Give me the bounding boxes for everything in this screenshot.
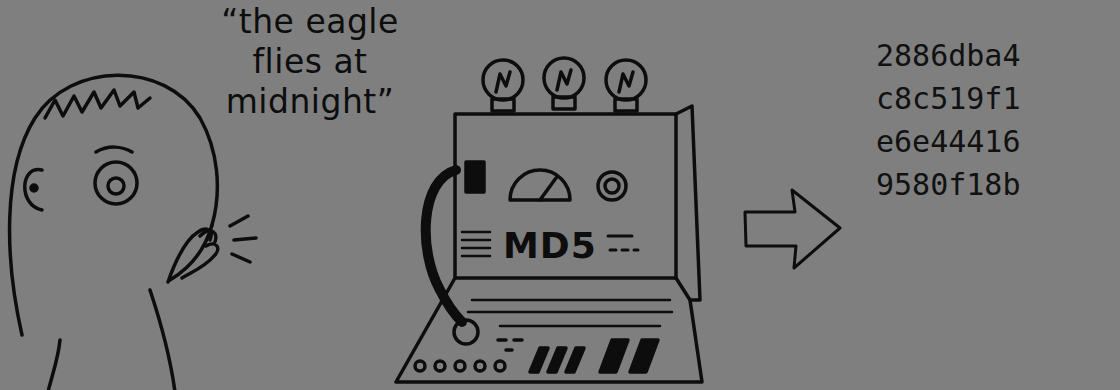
drawing-stroke [608,236,638,250]
drawing-stroke [435,361,445,371]
md5-machine [390,55,710,390]
drawing-stroke [544,58,584,98]
drawing-stroke [468,300,672,326]
neck-left [48,340,60,390]
spoken-text: “the eagle flies at midnight” [190,2,430,122]
machine-node: MD5 [390,55,710,390]
drawing-stroke [455,361,465,371]
bulbs [483,58,646,111]
hair [45,90,150,118]
pupil [108,178,124,194]
drawing-stroke [415,361,425,371]
block-arrow [745,190,840,268]
drawing-stroke [466,162,484,192]
drawing-stroke [475,361,485,371]
drawing-stroke [606,60,646,100]
whispering-person [10,75,256,390]
hand [168,229,218,282]
neck-right [150,290,175,390]
sound-lines [230,216,256,262]
drawing-stroke [496,72,510,92]
ear-dot [31,185,37,191]
drawing-stroke [553,97,575,109]
head-outline [10,75,218,335]
ear [25,170,42,210]
hash-arrow [745,190,840,268]
drawing-stroke [483,60,523,100]
drawing-stroke [557,70,571,90]
drawing-stroke [615,99,637,111]
drawing-stroke [462,232,490,256]
eyebrow [96,147,132,152]
drawing-stroke [619,72,633,92]
drawing-stroke [495,361,505,371]
eye [95,162,137,204]
machine-label: MD5 [503,225,597,266]
drawing-stroke [605,179,619,193]
drawing-stroke [600,340,658,372]
drawing-stroke [540,178,556,200]
drawing-stroke [426,170,462,322]
drawing-stroke [492,99,514,111]
drawing-stroke [498,340,522,350]
drawing-stroke [454,320,478,344]
drawing-stroke [510,170,570,200]
drawing-stroke [455,114,676,278]
hash-output: 2886dba4 c8c519f1 e6e44416 9580f18b [876,34,1026,206]
drawing-stroke [676,106,700,300]
drawing-stroke [598,172,626,200]
drawing-stroke [530,348,584,372]
